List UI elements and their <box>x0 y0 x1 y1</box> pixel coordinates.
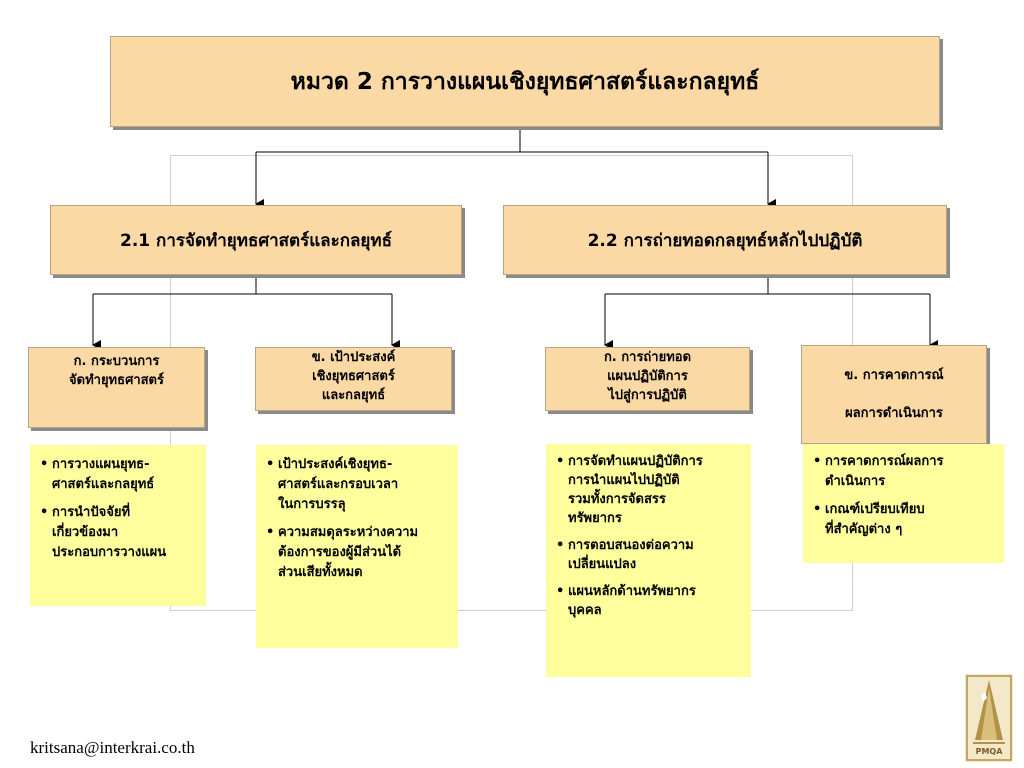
title-box: หมวด 2 การวางแผนเชิงยุทธศาสตร์และกลยุทธ์ <box>110 36 940 127</box>
detail-2-1-a: การวางแผนยุทธ- ศาสตร์และกลยุทธ์ การนำปัจ… <box>30 445 206 606</box>
list-item: เกณฑ์เปรียบเทียบ ที่สำคัญต่าง ๆ <box>811 500 998 540</box>
list-item: การตอบสนองต่อความ เปลี่ยนแปลง <box>554 536 745 574</box>
sub-2-1-a-label: ก. กระบวนการ จัดทำยุทธศาสตร์ <box>69 354 164 388</box>
sub-2-2-b-label: ข. การคาดการณ์ ผลการดำเนินการ <box>844 368 944 421</box>
sub-2-2-a-label: ก. การถ่ายทอด แผนปฏิบัติการ ไปสู่การปฏิบ… <box>603 350 692 403</box>
sub-2-1-a-box: ก. กระบวนการ จัดทำยุทธศาสตร์ <box>28 347 205 428</box>
sub-2-2-a-box: ก. การถ่ายทอด แผนปฏิบัติการ ไปสู่การปฏิบ… <box>545 347 750 411</box>
detail-2-2-a: การจัดทำแผนปฏิบัติการ การนำแผนไปปฏิบัติ … <box>546 444 751 677</box>
logo-text: PMQA <box>976 747 1004 756</box>
sub-2-2-b-box: ข. การคาดการณ์ ผลการดำเนินการ <box>801 345 987 444</box>
title-text: หมวด 2 การวางแผนเชิงยุทธศาสตร์และกลยุทธ์ <box>290 68 760 95</box>
section-2-2-label: 2.2 การถ่ายทอดกลยุทธ์หลักไปปฏิบัติ <box>587 230 863 251</box>
sub-2-1-b-box: ข. เป้าประสงค์ เชิงยุทธศาสตร์ และกลยุทธ์ <box>255 347 452 411</box>
section-2-1-box: 2.1 การจัดทำยุทธศาสตร์และกลยุทธ์ <box>50 205 462 275</box>
list-item: การจัดทำแผนปฏิบัติการ การนำแผนไปปฏิบัติ … <box>554 452 745 528</box>
detail-2-2-b: การคาดการณ์ผลการ ดำเนินการ เกณฑ์เปรียบเท… <box>803 444 1004 563</box>
section-2-2-box: 2.2 การถ่ายทอดกลยุทธ์หลักไปปฏิบัติ <box>503 205 947 275</box>
list-item: ความสมดุลระหว่างความ ต้องการของผู้มีส่วน… <box>264 523 452 583</box>
detail-2-1-b: เป้าประสงค์เชิงยุทธ- ศาสตร์และกรอบเวลา ใ… <box>256 445 458 648</box>
list-item: เป้าประสงค์เชิงยุทธ- ศาสตร์และกรอบเวลา ใ… <box>264 455 452 515</box>
list-item: การนำปัจจัยที่ เกี่ยวข้องมา ประกอบการวาง… <box>38 503 200 563</box>
list-item: การคาดการณ์ผลการ ดำเนินการ <box>811 452 998 492</box>
list-item: แผนหลักด้านทรัพยากร บุคคล <box>554 582 745 620</box>
sub-2-1-b-label: ข. เป้าประสงค์ เชิงยุทธศาสตร์ และกลยุทธ์ <box>311 350 396 403</box>
pmqa-logo-icon: PMQA <box>965 674 1013 762</box>
section-2-1-label: 2.1 การจัดทำยุทธศาสตร์และกลยุทธ์ <box>120 230 392 251</box>
footer-email: kritsana@interkrai.co.th <box>30 738 195 757</box>
list-item: การวางแผนยุทธ- ศาสตร์และกลยุทธ์ <box>38 455 200 495</box>
